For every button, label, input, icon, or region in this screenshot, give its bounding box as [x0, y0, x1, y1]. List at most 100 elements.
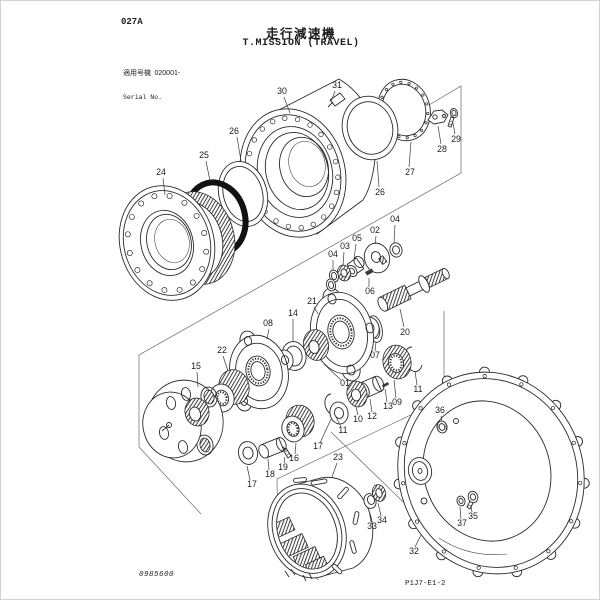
part-09-gear	[382, 344, 412, 380]
part-label-26: 26	[229, 126, 239, 136]
part-label-08: 08	[263, 318, 273, 328]
ring-dot	[550, 405, 555, 411]
leader-line	[236, 136, 242, 162]
leader-line	[331, 462, 338, 478]
ring-dot	[294, 116, 301, 123]
part-label-19: 19	[278, 462, 288, 472]
part-label-12: 12	[367, 411, 377, 421]
leader-line	[283, 456, 286, 464]
part-label-28: 28	[437, 144, 447, 154]
leader-line	[333, 412, 342, 428]
ring-dot	[418, 406, 423, 411]
leader-line	[384, 388, 388, 403]
ring-dot	[397, 134, 401, 139]
leader-line	[323, 363, 342, 381]
page-title-japanese: 走行減速機	[265, 27, 336, 41]
part-34-bearing	[371, 484, 387, 502]
part-15-carrier	[142, 379, 224, 463]
ring-dot	[189, 279, 196, 286]
part-label-25: 25	[199, 150, 209, 160]
ring-dot	[380, 95, 384, 99]
ring-dot	[270, 118, 276, 125]
part-label-15: 15	[191, 361, 201, 371]
leader-line	[459, 506, 462, 520]
leader-line	[414, 534, 422, 548]
leader-line	[313, 306, 319, 315]
ring-dot	[134, 267, 141, 274]
part-label-18: 18	[265, 469, 275, 479]
leader-line	[414, 370, 418, 386]
part-label-11: 11	[338, 425, 347, 435]
leader-line	[368, 509, 372, 523]
ring-dot	[384, 88, 388, 92]
part-label-27: 27	[405, 167, 415, 177]
part-label-30: 30	[277, 86, 287, 96]
part-37-washer	[456, 495, 466, 507]
ring-dot	[399, 80, 403, 84]
part-23-ring-gear-drum	[267, 476, 374, 582]
ring-dot	[193, 212, 200, 219]
leader-line	[283, 96, 291, 114]
part-28-bracket	[427, 109, 449, 125]
part-label-33: 33	[367, 521, 377, 531]
ring-dot	[124, 231, 131, 238]
part-label-20: 20	[400, 327, 410, 337]
ring-dot	[128, 213, 135, 220]
ring-dot	[327, 144, 333, 150]
part-label-37: 37	[457, 518, 467, 528]
ring-dot	[413, 134, 417, 138]
ring-dot	[273, 218, 279, 224]
leader-line	[246, 465, 251, 481]
part-label-13: 13	[383, 401, 393, 411]
page-title-english: T.MISSION (TRAVEL)	[242, 38, 360, 49]
part-label-09: 09	[392, 397, 402, 407]
part-label-23: 23	[333, 452, 343, 462]
ring-dot	[201, 230, 208, 236]
ring-dot	[421, 93, 425, 97]
leader-line	[437, 125, 442, 145]
part-label-22: 22	[217, 345, 227, 355]
ring-dot	[199, 266, 206, 273]
leader-line	[205, 160, 211, 182]
part-04-rings-left	[325, 269, 340, 292]
ring-dot	[126, 250, 133, 256]
part-label-14: 14	[288, 308, 298, 318]
leader-line	[267, 458, 270, 471]
drawing-code: P1J7-E1-2	[405, 580, 446, 588]
ring-dot	[578, 480, 583, 486]
leader-line	[294, 442, 297, 455]
leader-line	[376, 160, 380, 188]
page-code: 027A	[121, 17, 143, 27]
leader-line	[353, 243, 357, 260]
ring-dot	[307, 122, 313, 128]
ring-dot	[519, 382, 524, 387]
part-18-pin	[258, 437, 287, 459]
ring-dot	[569, 519, 574, 524]
leader-line	[374, 341, 377, 352]
leader-line	[369, 398, 373, 413]
ring-dot	[476, 565, 481, 570]
part-24-flange	[118, 185, 236, 301]
part-06-pin	[365, 268, 374, 276]
part-29-bolt	[447, 108, 459, 128]
part-20-shaft	[377, 267, 450, 312]
ring-dot	[285, 223, 292, 230]
part-31-pin	[327, 92, 346, 108]
part-02-plate	[363, 242, 391, 274]
leader-line	[196, 371, 199, 388]
part-17-washer-left	[237, 441, 259, 465]
part-label-07: 07	[370, 350, 380, 360]
part-label-34: 34	[377, 515, 387, 525]
serial-label-en: Serial No.	[123, 94, 163, 101]
ring-dot	[426, 111, 430, 116]
ring-dot	[420, 128, 424, 132]
part-label-17: 17	[313, 441, 323, 451]
part-labels: 3031242526262728290204050304062120070814…	[156, 80, 478, 556]
ring-dot	[441, 549, 446, 554]
leader-line	[162, 177, 166, 196]
part-label-35: 35	[468, 511, 478, 521]
ring-dot	[415, 86, 419, 90]
ring-dot	[335, 174, 341, 180]
ring-dot	[402, 441, 407, 446]
